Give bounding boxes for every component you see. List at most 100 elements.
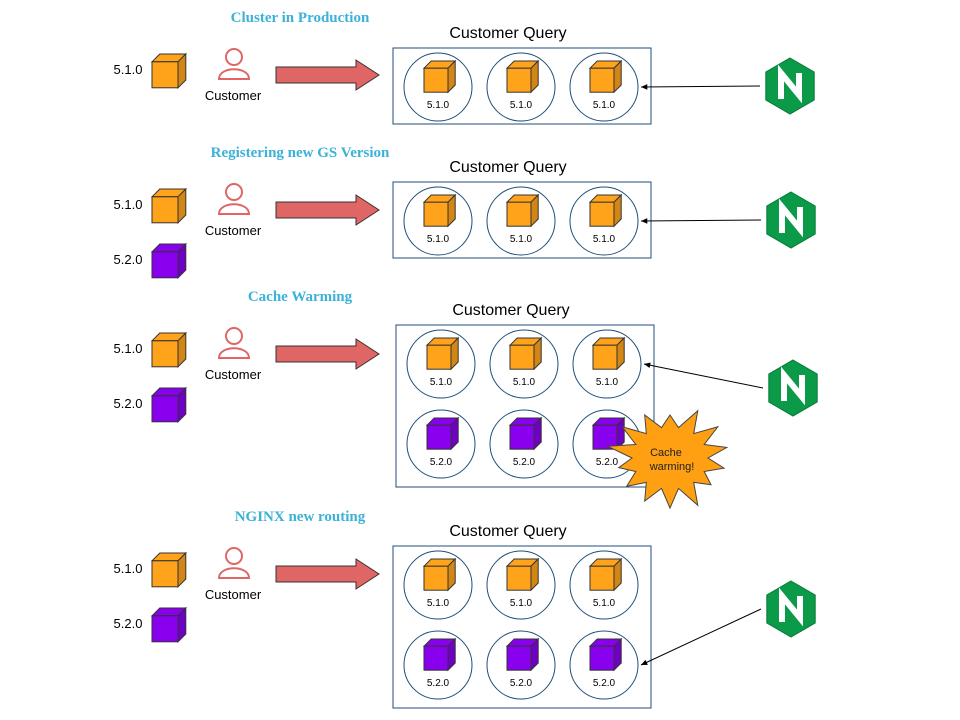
cluster-node: 5.1.0 xyxy=(403,186,473,256)
cluster-node: 5.1.0 xyxy=(569,186,639,256)
cube-icon xyxy=(591,416,626,451)
cube-icon xyxy=(422,557,457,592)
cluster-node: 5.1.0 xyxy=(569,550,639,620)
cluster-node: 5.1.0 xyxy=(403,550,473,620)
version-label: 5.2.0 xyxy=(114,252,143,267)
section-4: NGINX new routing 5.1.0 5.2.0 Customer Custo… xyxy=(114,509,816,709)
cube-icon xyxy=(588,637,623,672)
customer-label: Customer xyxy=(205,223,262,238)
cluster-node: 5.1.0 xyxy=(489,329,559,399)
section-3: Cache Warming 5.1.0 5.2.0 Customer Customer … xyxy=(114,289,818,510)
cluster-node: 5.2.0 xyxy=(569,630,639,700)
routing-arrow xyxy=(640,218,762,224)
section-2: Registering new GS Version 5.1.0 5.2.0 Cust… xyxy=(114,145,816,280)
node-version-label: 5.1.0 xyxy=(510,598,533,609)
node-version-label: 5.1.0 xyxy=(593,598,616,609)
flow-arrow xyxy=(275,59,380,91)
cube-icon xyxy=(425,336,460,371)
section-1: Cluster in Production5.1.0CustomerCustom… xyxy=(114,10,815,125)
routing-arrow xyxy=(640,608,762,666)
cube-icon xyxy=(150,52,188,90)
cube-icon xyxy=(588,557,623,592)
section-title: Cache Warming xyxy=(248,289,353,305)
cluster-node: 5.2.0 xyxy=(486,630,556,700)
person-icon xyxy=(217,327,251,359)
flow-arrow xyxy=(275,194,380,226)
node-version-label: 5.2.0 xyxy=(596,457,619,468)
section-title: NGINX new routing xyxy=(235,509,366,525)
version-label: 5.1.0 xyxy=(114,341,143,356)
routing-arrow xyxy=(643,362,764,389)
person-icon xyxy=(217,547,251,579)
cube-icon xyxy=(508,416,543,451)
cube-icon xyxy=(422,637,457,672)
query-title: Customer Query xyxy=(449,523,566,540)
cluster-node: 5.1.0 xyxy=(486,186,556,256)
node-version-label: 5.1.0 xyxy=(427,100,450,111)
node-version-label: 5.1.0 xyxy=(427,234,450,245)
cube-icon xyxy=(505,557,540,592)
cube-icon xyxy=(150,386,188,424)
cube-icon xyxy=(150,606,188,644)
cube-icon xyxy=(505,637,540,672)
cluster-node: 5.1.0 xyxy=(569,52,639,122)
node-version-label: 5.1.0 xyxy=(596,377,619,388)
routing-arrow xyxy=(640,84,761,90)
cluster-node: 5.1.0 xyxy=(572,329,642,399)
version-label: 5.1.0 xyxy=(114,561,143,576)
person-icon xyxy=(217,48,251,80)
section-title: Registering new GS Version xyxy=(211,145,390,161)
customer-label: Customer xyxy=(205,88,262,103)
cube-icon xyxy=(150,242,188,280)
cluster-node: 5.1.0 xyxy=(486,550,556,620)
node-version-label: 5.1.0 xyxy=(593,234,616,245)
cube-icon xyxy=(150,551,188,589)
customer-label: Customer xyxy=(205,587,262,602)
nginx-logo-icon xyxy=(766,191,816,249)
cluster-node: 5.2.0 xyxy=(403,630,473,700)
customer-label: Customer xyxy=(205,367,262,382)
query-title: Customer Query xyxy=(449,25,566,42)
node-version-label: 5.1.0 xyxy=(593,100,616,111)
node-version-label: 5.1.0 xyxy=(430,377,453,388)
cluster-node: 5.1.0 xyxy=(486,52,556,122)
node-version-label: 5.2.0 xyxy=(510,678,533,689)
cluster-node: 5.1.0 xyxy=(403,52,473,122)
node-version-label: 5.1.0 xyxy=(427,598,450,609)
nginx-logo-icon xyxy=(768,359,818,417)
cluster-node: 5.2.0 xyxy=(489,409,559,479)
version-label: 5.2.0 xyxy=(114,396,143,411)
node-version-label: 5.2.0 xyxy=(430,457,453,468)
node-version-label: 5.2.0 xyxy=(427,678,450,689)
person-icon xyxy=(217,183,251,215)
flow-arrow xyxy=(275,558,380,590)
starburst-icon xyxy=(605,409,729,510)
section-title: Cluster in Production xyxy=(231,10,370,26)
cube-icon xyxy=(508,336,543,371)
cube-icon xyxy=(591,336,626,371)
version-label: 5.1.0 xyxy=(114,197,143,212)
cube-icon xyxy=(422,193,457,228)
version-label: 5.2.0 xyxy=(114,616,143,631)
node-version-label: 5.1.0 xyxy=(513,377,536,388)
query-title: Customer Query xyxy=(449,159,566,176)
nginx-logo-icon xyxy=(765,57,815,115)
cube-icon xyxy=(505,59,540,94)
burst-text: Cache xyxy=(650,447,682,459)
cube-icon xyxy=(588,59,623,94)
query-title: Customer Query xyxy=(452,302,569,319)
node-version-label: 5.2.0 xyxy=(593,678,616,689)
version-label: 5.1.0 xyxy=(114,62,143,77)
node-version-label: 5.1.0 xyxy=(510,234,533,245)
cluster-node: 5.2.0 xyxy=(406,409,476,479)
node-version-label: 5.2.0 xyxy=(513,457,536,468)
node-version-label: 5.1.0 xyxy=(510,100,533,111)
nginx-logo-icon xyxy=(766,580,816,638)
flow-arrow xyxy=(275,338,380,370)
cube-icon xyxy=(150,331,188,369)
cluster-node: 5.1.0 xyxy=(406,329,476,399)
cube-icon xyxy=(150,187,188,225)
cube-icon xyxy=(505,193,540,228)
cube-icon xyxy=(588,193,623,228)
